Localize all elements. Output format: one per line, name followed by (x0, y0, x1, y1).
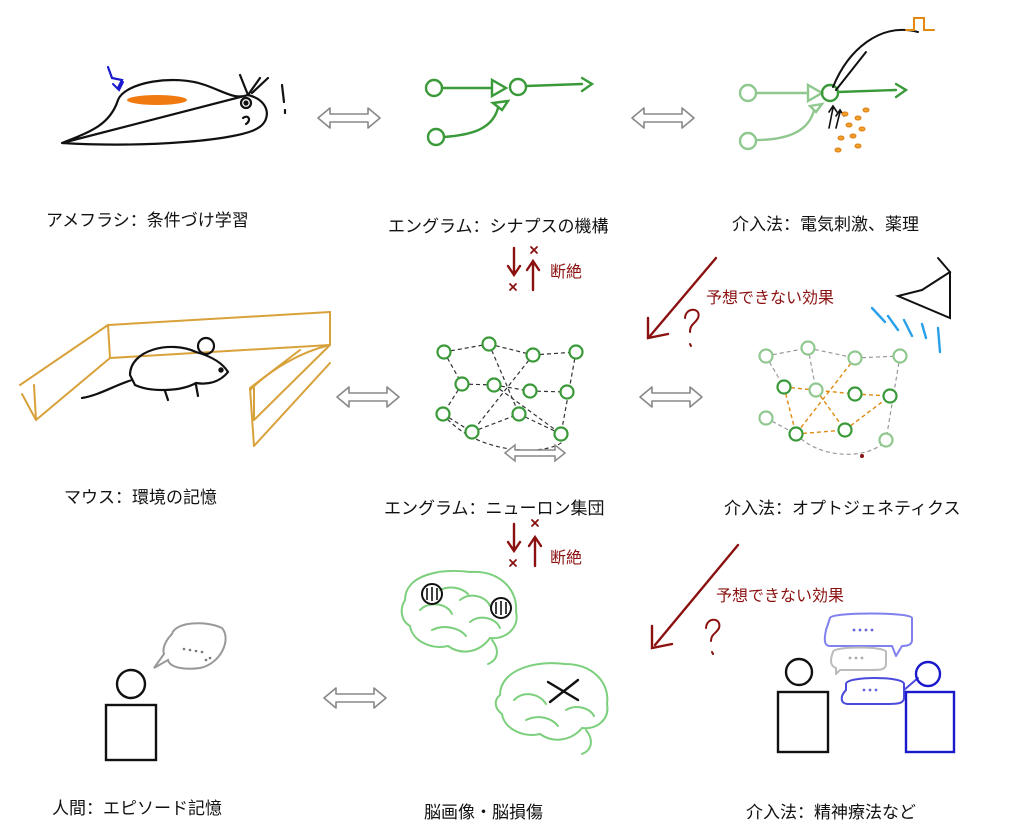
intervention-opto-label: 介入法：オプトジェネティクス (724, 499, 961, 519)
bidirectional-arrow-icon (323, 687, 387, 709)
mouse-icon (80, 336, 230, 402)
bidirectional-arrow-icon (639, 386, 703, 408)
bidirectional-arrow-icon (631, 107, 695, 129)
client-icon (904, 660, 956, 754)
disconnect-arrows-icon (506, 519, 543, 568)
brain-imaging-icon (400, 569, 518, 665)
intervention-electric-label: 介入法：電気刺激、薬理 (732, 215, 919, 235)
mouse-label: マウス：環境の記憶 (64, 488, 217, 508)
brain-imaging-label: 脳画像・脳損傷 (424, 803, 543, 823)
light-lamp-icon (870, 257, 952, 354)
disconnect-label: 断絶 (550, 548, 583, 567)
optogenetics-ensemble-icon (758, 340, 908, 458)
disconnect-arrows-icon (506, 246, 541, 292)
neuron-ensemble-icon (435, 336, 584, 463)
brain-activity-icon (421, 583, 512, 619)
electrode-synapse-icon (738, 17, 935, 153)
aplysia-label: アメフラシ：条件づけ学習 (46, 211, 249, 231)
bidirectional-arrow-icon (317, 107, 381, 129)
aplysia-icon (60, 65, 287, 146)
speech-bubbles-icon (823, 612, 919, 705)
synapse-icon (424, 76, 595, 147)
brain-lesion-icon (494, 662, 609, 755)
unpredictable-effect-label: 予想できない効果 (716, 586, 845, 605)
unpredictable-arrow-icon (650, 543, 740, 655)
mouse-box-icon (19, 311, 331, 447)
person-icon (104, 668, 158, 762)
bidirectional-arrow-icon (336, 386, 400, 408)
unpredictable-effect-label: 予想できない効果 (706, 288, 835, 307)
disconnect-label: 断絶 (550, 262, 583, 281)
thought-bubble-icon (153, 622, 227, 670)
human-label: 人間：エピソード記憶 (52, 799, 222, 819)
therapist-icon (776, 657, 830, 754)
engram-synapse-label: エングラム：シナプスの機構 (388, 217, 609, 237)
engram-ensemble-label: エングラム：ニューロン集団 (384, 499, 605, 519)
intervention-psycho-label: 介入法：精神療法など (746, 803, 916, 823)
unpredictable-arrow-icon (646, 256, 718, 347)
